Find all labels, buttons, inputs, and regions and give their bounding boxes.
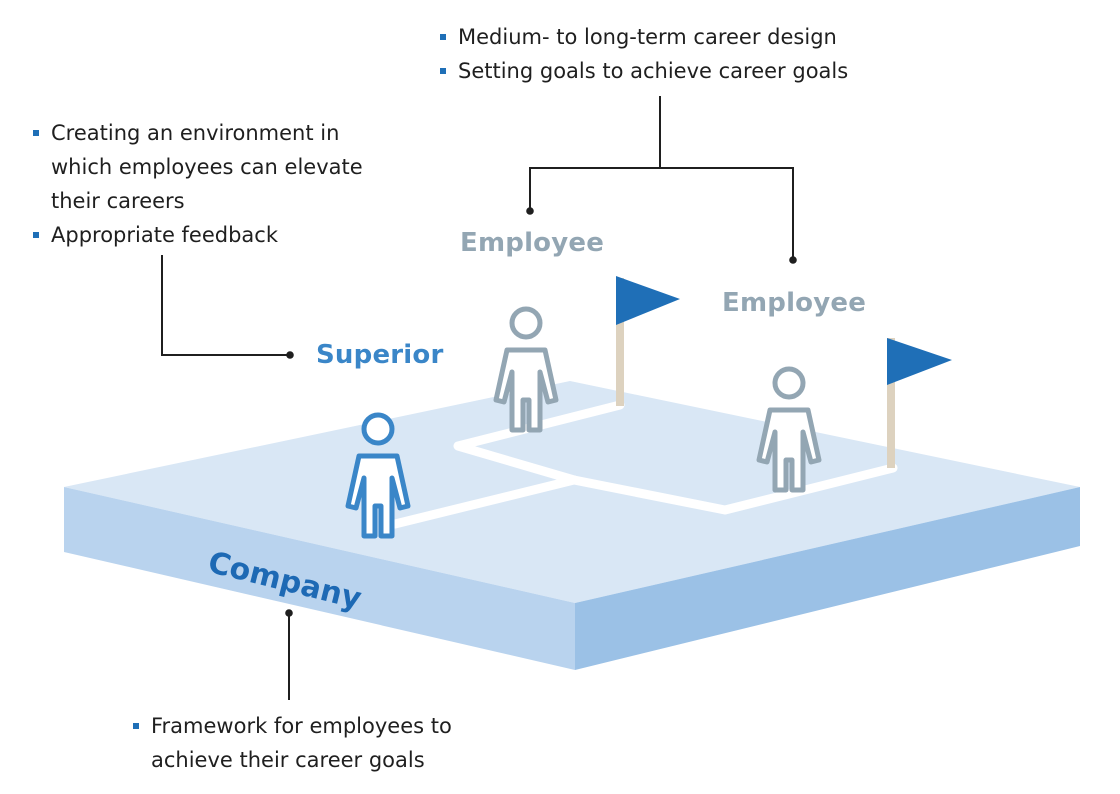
platform-side [575, 487, 1080, 670]
leader-lines [161, 96, 794, 700]
leader-line-employees [529, 96, 661, 210]
flag-icon [616, 276, 680, 406]
leader-dots [285, 207, 797, 617]
flag-icon [887, 338, 952, 468]
note-item: Medium- to long-term career design [440, 20, 900, 54]
employee-goals-note: Medium- to long-term career design Setti… [440, 20, 900, 88]
employee-label-2: Employee [722, 288, 867, 318]
superior-label: Superior [316, 340, 444, 370]
company-platform [64, 381, 1080, 670]
career-path [390, 400, 898, 529]
company-role-note: Framework for employees to achieve their… [133, 709, 493, 777]
platform-front [64, 487, 575, 670]
platform-top [64, 381, 1080, 603]
leader-line-superior [161, 255, 289, 356]
note-item: Creating an environment in which employe… [33, 116, 393, 218]
note-item: Appropriate feedback [33, 218, 393, 252]
note-item: Setting goals to achieve career goals [440, 54, 900, 88]
superior-roles-note: Creating an environment in which employe… [33, 116, 393, 252]
employee-label-1: Employee [460, 228, 605, 258]
note-item: Framework for employees to achieve their… [133, 709, 493, 777]
